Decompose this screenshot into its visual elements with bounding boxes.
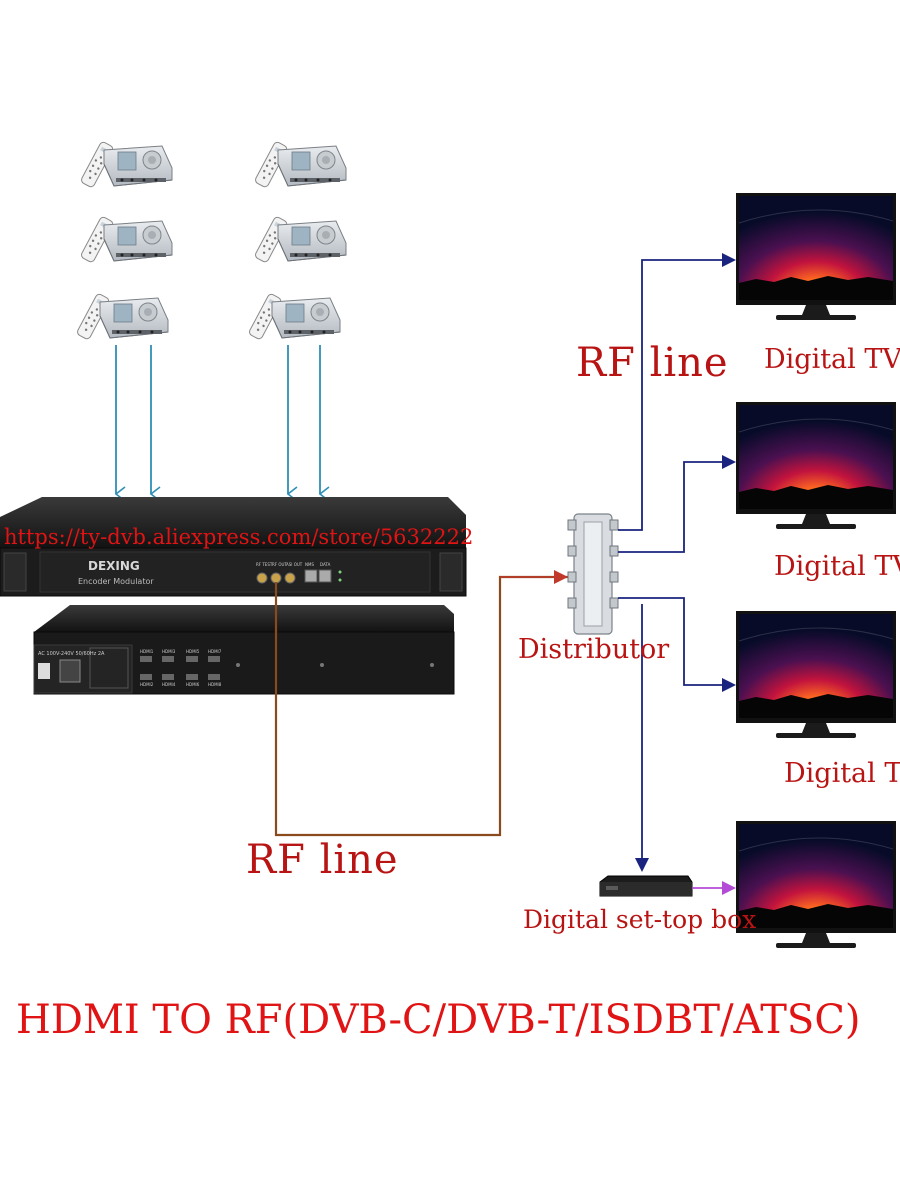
diagram-title: HDMI TO RF(DVB-C/DVB-T/ISDBT/ATSC) [16,997,861,1043]
hdmi-port-label: HDMI2 [140,682,154,687]
set-top-box-receiver [253,140,347,189]
port-label: RF OUT [272,562,287,567]
set-top-box-receiver [79,140,173,189]
tv-output-line [618,253,736,531]
store-url-watermark: https://ty-dvb.aliexpress.com/store/5632… [4,525,474,549]
digital-tv-label: Digital TV [784,758,900,789]
tv-output-line [618,597,736,692]
port-label: NMS [305,562,314,567]
port-label: DATA [320,562,331,567]
set-top-box-receiver [75,292,169,341]
digital-tv [735,192,897,321]
hdmi-port-label: HDMI8 [208,682,222,687]
hdmi-port-label: HDMI4 [162,682,176,687]
port-label: ASI OUT [286,562,303,567]
device-power-spec: AC 100V-240V 50/60Hz 2A [38,651,105,657]
hdmi-port-label: HDMI3 [162,649,176,654]
digital-tv [735,820,897,949]
encoder-modulator-front [0,497,467,597]
hdmi-port-label: HDMI1 [140,649,154,654]
digital-tv [735,401,897,530]
digital-tv-label: Digital TV [774,551,900,582]
digital-set-top-box [599,875,693,897]
digital-tv [735,610,897,739]
digital-tv-label: Digital TV [764,344,900,375]
set-top-box-receiver [253,215,347,264]
set-top-box-receiver [79,215,173,264]
port-label: RF TEST [256,562,273,567]
device-brand: DEXING [88,559,140,573]
rf-line-label-bottom: RF line [246,837,399,883]
hdmi-port-label: HDMI5 [186,649,200,654]
distributor-label: Distributor [518,634,670,665]
device-model: Encoder Modulator [78,577,154,586]
hdmi-port-label: HDMI6 [186,682,200,687]
distributor-splitter [567,513,619,635]
tv-output-line [618,455,736,553]
set-top-box-label: Digital set-top box [523,905,757,934]
rf-line-label-top: RF line [576,340,729,386]
encoder-modulator-rear [33,605,455,695]
set-top-box-receiver [247,292,341,341]
hdmi-port-label: HDMI7 [208,649,222,654]
